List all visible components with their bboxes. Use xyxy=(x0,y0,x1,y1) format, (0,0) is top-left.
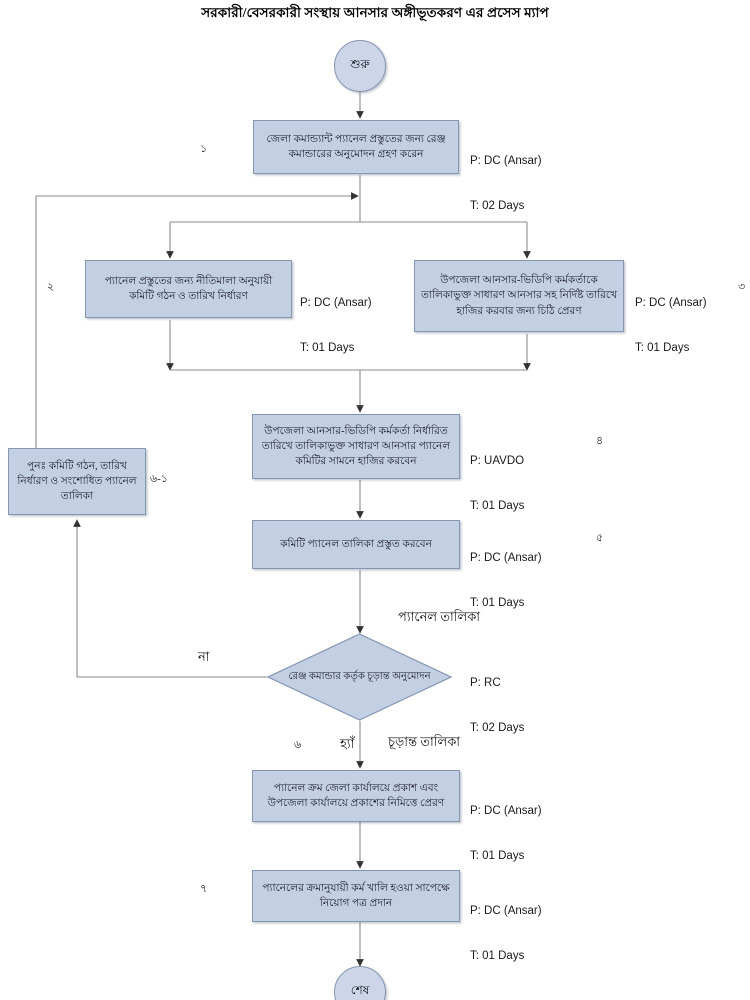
process-node-1-time: T: 02 Days xyxy=(470,199,525,212)
process-node-2-meta: P: DC (Ansar) T: 01 Days xyxy=(300,267,372,385)
process-node-2[interactable]: প্যানেল প্রস্তুতের জন্য নীতিমালা অনুযায়… xyxy=(85,260,292,318)
page-title: সরকারী/বেসরকারী সংস্থায় আনসার অঙ্গীভূতক… xyxy=(201,5,549,20)
process-node-7[interactable]: প্যানেল ক্রম জেলা কার্যালয়ে প্রকাশ এবং … xyxy=(252,770,460,822)
step-number-6-1: ৬-১ xyxy=(150,473,168,485)
process-node-4-meta: P: UAVDO T: 01 Days xyxy=(470,425,524,543)
process-node-8[interactable]: প্যানেলের ক্রমানুযায়ী কর্ম খালি হওয়া স… xyxy=(252,870,460,922)
decision-node-text: রেঞ্জ কমান্ডার কর্তৃক চূড়ান্ত অনুমোদন xyxy=(288,671,431,682)
process-node-7-meta: P: DC (Ansar) T: 01 Days xyxy=(470,775,542,893)
decision-yes-label: হ্যাঁ xyxy=(340,736,355,751)
process-node-4[interactable]: উপজেলা আনসার-ভিডিপি কর্মকর্তা নির্ধারিত … xyxy=(252,414,460,479)
process-node-5-text: কমিটি প্যানেল তালিকা প্রস্তুত করবেন xyxy=(280,538,432,550)
decision-node[interactable]: রেঞ্জ কমান্ডার কর্তৃক চূড়ান্ত অনুমোদন xyxy=(267,633,452,721)
process-node-5-performer: P: DC (Ansar) xyxy=(470,552,542,565)
process-node-6-1-text: পুনঃ কমিটি গঠন, তারিখ নির্ধারণ ও সংশোধিত… xyxy=(17,460,137,503)
step-number-4: ৪ xyxy=(596,435,604,447)
process-node-8-text: প্যানেলের ক্রমানুযায়ী কর্ম খালি হওয়া স… xyxy=(262,882,450,909)
process-node-3-time: T: 01 Days xyxy=(635,341,690,354)
process-node-5-meta: P: DC (Ansar) T: 01 Days xyxy=(470,522,542,640)
process-node-8-time: T: 01 Days xyxy=(470,949,525,962)
process-node-5[interactable]: কমিটি প্যানেল তালিকা প্রস্তুত করবেন xyxy=(252,520,460,569)
process-node-7-time: T: 01 Days xyxy=(470,849,525,862)
start-node[interactable]: শুরু xyxy=(334,40,386,92)
process-node-1-text: জেলা কমান্ড্যান্ট প্যানেল প্রস্তুতের জন্… xyxy=(266,133,446,160)
final-list-label: চূড়ান্ত তালিকা xyxy=(388,734,461,749)
decision-node-performer: P: RC xyxy=(470,677,501,690)
process-node-4-text: উপজেলা আনসার-ভিডিপি কর্মকর্তা নির্ধারিত … xyxy=(261,425,451,468)
process-node-2-time: T: 01 Days xyxy=(300,341,355,354)
process-node-5-time: T: 01 Days xyxy=(470,596,525,609)
process-node-3-text: উপজেলা আনসার-ভিডিপি কর্মকর্তাকে তালিকাভু… xyxy=(421,275,617,317)
process-node-4-performer: P: UAVDO xyxy=(470,455,525,468)
decision-node-meta: P: RC T: 02 Days xyxy=(470,647,524,765)
process-node-7-performer: P: DC (Ansar) xyxy=(470,805,542,818)
step-number-6: ৬ xyxy=(294,739,302,751)
start-node-label: শুরু xyxy=(350,57,370,71)
step-number-5: ৫ xyxy=(596,532,604,544)
step-number-7: ৭ xyxy=(200,883,208,895)
process-node-8-meta: P: DC (Ansar) T: 01 Days xyxy=(470,875,542,993)
process-node-3-meta: P: DC (Ansar) T: 01 Days xyxy=(635,267,707,385)
process-node-1-meta: P: DC (Ansar) T: 02 Days xyxy=(470,125,542,243)
end-node-label: শেষ xyxy=(350,983,370,997)
process-node-3[interactable]: উপজেলা আনসার-ভিডিপি কর্মকর্তাকে তালিকাভু… xyxy=(414,260,624,332)
decision-no-label: না xyxy=(198,649,210,664)
process-node-2-performer: P: DC (Ansar) xyxy=(300,297,372,310)
process-node-7-text: প্যানেল ক্রম জেলা কার্যালয়ে প্রকাশ এবং … xyxy=(267,782,445,809)
process-node-8-performer: P: DC (Ansar) xyxy=(470,905,542,918)
process-node-1[interactable]: জেলা কমান্ড্যান্ট প্যানেল প্রস্তুতের জন্… xyxy=(253,120,459,174)
step-number-2: ২ xyxy=(47,281,55,293)
process-node-3-performer: P: DC (Ansar) xyxy=(635,297,707,310)
process-node-2-text: প্যানেল প্রস্তুতের জন্য নীতিমালা অনুযায়… xyxy=(104,275,273,302)
panel-list-label: প্যানেল তালিকা xyxy=(398,609,481,624)
decision-node-time: T: 02 Days xyxy=(470,721,525,734)
process-node-4-time: T: 01 Days xyxy=(470,499,525,512)
process-node-1-performer: P: DC (Ansar) xyxy=(470,155,542,168)
step-number-3: ৩ xyxy=(738,281,746,293)
step-number-1: ১ xyxy=(200,143,208,155)
decision-diamond-shape xyxy=(267,633,452,721)
process-node-6-1[interactable]: পুনঃ কমিটি গঠন, তারিখ নির্ধারণ ও সংশোধিত… xyxy=(8,448,146,515)
